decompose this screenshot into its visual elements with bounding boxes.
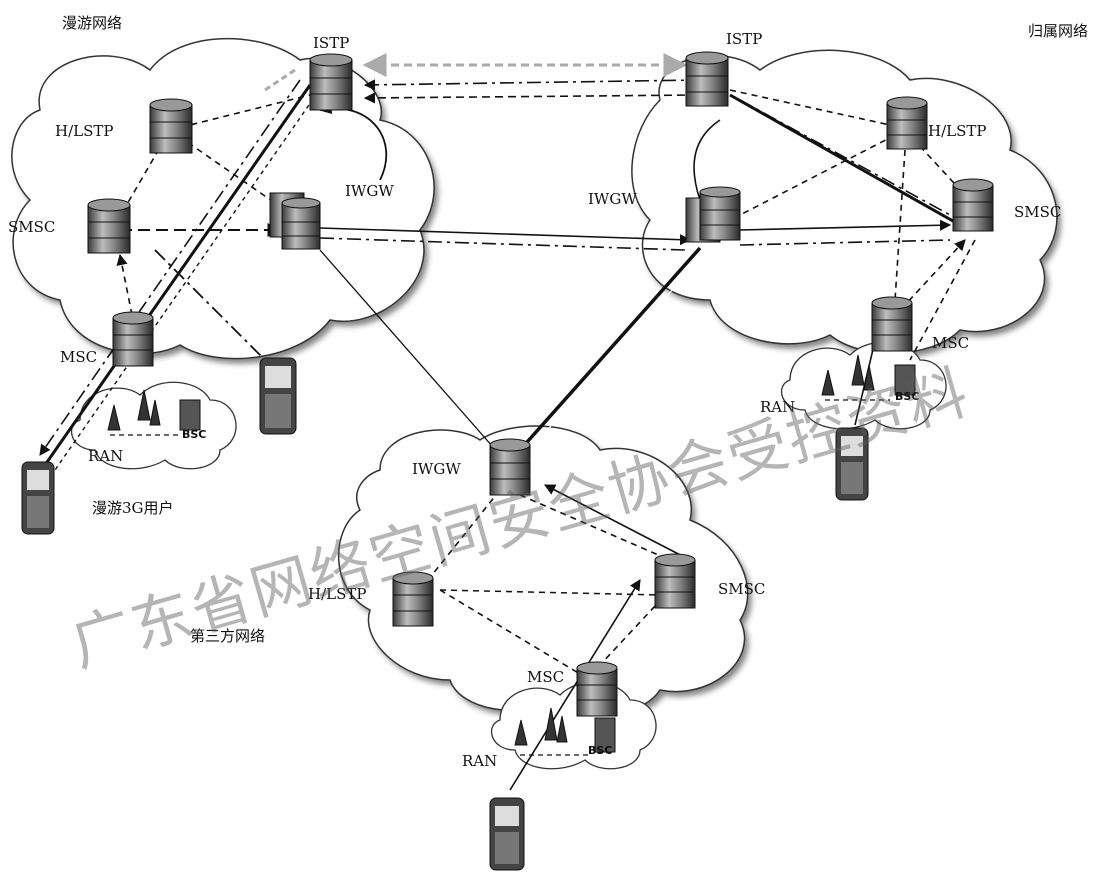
istp-right-label: ISTP xyxy=(726,30,763,48)
server-iwgw-bottom-icon xyxy=(489,438,531,496)
antenna-towers-bottom-icon xyxy=(514,707,616,753)
msc-right-label: MSC xyxy=(932,334,970,352)
server-hlstp-right-icon xyxy=(886,96,928,150)
server-msc-bottom-icon xyxy=(576,661,618,717)
iwgw-right-label: IWGW xyxy=(588,190,637,208)
antenna-towers-left-icon xyxy=(107,389,201,431)
smsc-right-label: SMSC xyxy=(1014,203,1062,221)
home-network-label: 归属网络 xyxy=(1028,22,1089,40)
roaming-user-label: 漫游3G用户 xyxy=(92,499,174,517)
server-msc-left-icon xyxy=(112,311,154,367)
iwgw-left-label: IWGW xyxy=(345,182,394,200)
server-smsc-left-icon xyxy=(87,198,131,254)
antenna-towers-right-icon xyxy=(821,354,916,396)
ran-bottom-label: RAN xyxy=(462,752,498,770)
hlstp-bottom-label: H/LSTP xyxy=(308,585,367,603)
smsc-left-label: SMSC xyxy=(8,218,56,236)
server-istp-left-icon xyxy=(309,53,353,111)
server-iwgw-left-icon xyxy=(269,192,321,250)
cloud-third-party-network xyxy=(338,425,752,719)
server-hlstp-left-icon xyxy=(149,98,193,154)
bsc-bottom-label: BSC xyxy=(588,744,613,757)
mobile-phone-third-party-icon xyxy=(489,797,525,871)
roaming-network-label: 漫游网络 xyxy=(62,14,123,32)
server-smsc-right-icon xyxy=(952,178,994,232)
ran-right-label: RAN xyxy=(760,398,796,416)
server-hlstp-bottom-icon xyxy=(392,571,434,627)
msc-left-label: MSC xyxy=(60,348,98,366)
hlstp-left-label: H/LSTP xyxy=(55,122,114,140)
mobile-phone-roaming-icon xyxy=(259,357,297,435)
hlstp-right-label: H/LSTP xyxy=(928,122,987,140)
ran-left-label: RAN xyxy=(88,447,124,465)
iwgw-bottom-label: IWGW xyxy=(412,460,461,478)
bsc-left-label: BSC xyxy=(182,428,207,441)
cloud-roaming-network xyxy=(11,37,439,364)
istp-left-label: ISTP xyxy=(313,34,350,52)
server-msc-right-icon xyxy=(871,296,913,352)
mobile-phone-roaming-user-icon xyxy=(21,461,55,535)
msc-bottom-label: MSC xyxy=(527,668,565,686)
bsc-right-label: BSC xyxy=(895,390,920,403)
cloud-home-network xyxy=(631,49,1061,359)
server-istp-right-icon xyxy=(685,51,729,107)
mobile-phone-home-icon xyxy=(835,427,869,501)
smsc-bottom-label: SMSC xyxy=(718,580,766,598)
third-party-network-label: 第三方网络 xyxy=(190,627,266,645)
server-iwgw-right-icon xyxy=(685,186,741,243)
server-smsc-bottom-icon xyxy=(654,553,696,609)
